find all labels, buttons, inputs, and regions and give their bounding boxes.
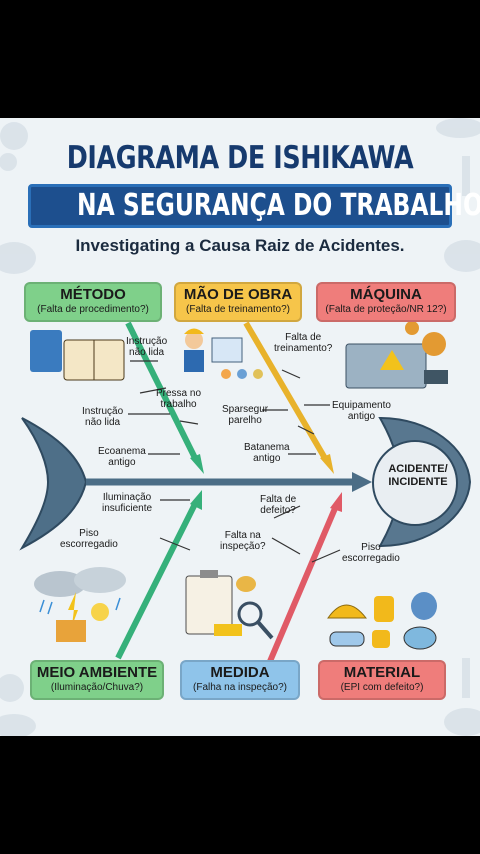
meio-ambiente-illustration	[34, 567, 126, 642]
arrow-down-icon	[462, 156, 470, 196]
category-mao-obra: MÃO DE OBRA (Falta de treinamento?)	[174, 282, 302, 322]
category-material: MATERIAL (EPI com defeito?)	[318, 660, 446, 700]
gear-icon	[0, 674, 24, 702]
effect-circle	[372, 440, 458, 526]
category-meio-ambiente-sub: (Iluminação/Chuva?)	[50, 682, 144, 693]
category-mao-obra-name: MÃO DE OBRA	[183, 286, 293, 303]
cause-pressa-no-trabalho: Pressa no trabalho	[156, 388, 202, 410]
bone-mao-obra	[243, 321, 329, 462]
category-medida-sub: (Falha na inspeção?)	[193, 682, 287, 693]
cause-ecoanema-antigo: Ecoanema antigo	[98, 446, 146, 468]
bone-meio-ambiente	[115, 500, 199, 660]
earmuff-icon	[411, 592, 437, 620]
cause-piso-escorregadio-1: Piso escorregadio	[60, 528, 118, 550]
maquina-illustration	[345, 321, 448, 389]
category-metodo: MÉTODO (Falta de procedimento?)	[24, 282, 162, 322]
cause-iluminacao-insuficiente: Iluminação insuficiente	[102, 492, 153, 514]
arrow-up-icon	[462, 658, 470, 698]
bone-metodo	[125, 321, 199, 462]
cause-falta-de-treinamento: Falta de treinamento?	[274, 332, 333, 354]
cause-piso-escorregadio-2: Piso escorregadio	[342, 542, 400, 564]
cause-equipamento-antigo: Equipamento antigo	[332, 400, 391, 422]
helmet-icon	[444, 708, 480, 736]
effect-line1: ACIDENTE/	[388, 463, 448, 475]
helmet-icon	[0, 242, 36, 274]
title-line1: DIAGRAMA DE ISHIKAWA	[66, 140, 414, 176]
helmet-icon	[444, 240, 480, 272]
material-illustration	[327, 592, 437, 650]
category-material-name: MATERIAL	[343, 664, 421, 681]
mao-obra-illustration	[184, 328, 263, 379]
category-meio-ambiente: MEIO AMBIENTE (Iluminação/Chuva?)	[30, 660, 164, 700]
glove-icon	[372, 630, 390, 648]
effect-line2: INCIDENTE	[388, 476, 448, 488]
category-medida: MEDIDA (Falha na inspeção?)	[180, 660, 300, 700]
category-medida-name: MEDIDA	[210, 664, 270, 681]
category-maquina-name: MÁQUINA	[350, 286, 422, 303]
category-maquina-sub: (Falta de proteção/NR 12?)	[325, 304, 447, 315]
poster: DIAGRAMA DE ISHIKAWA NA SEGURANÇA DO TRA…	[0, 118, 480, 736]
medida-illustration	[185, 570, 274, 640]
cause-batanema-antigo: Batanema antigo	[244, 442, 290, 464]
fishbone-diagram	[0, 118, 480, 736]
fish-tail	[19, 417, 88, 551]
category-metodo-name: MÉTODO	[60, 286, 126, 303]
category-material-sub: (EPI com defeito?)	[340, 682, 424, 693]
category-metodo-sub: (Falta de procedimento?)	[37, 304, 149, 315]
subtitle: Investigating a Causa Raiz de Acidentes.	[75, 236, 405, 255]
goggles-icon	[329, 631, 365, 647]
glove-icon	[374, 596, 394, 622]
metodo-illustration	[30, 330, 125, 381]
cause-instrucao-nao-lida-2: Instrução não lida	[82, 406, 124, 428]
mask-icon	[403, 626, 437, 650]
cause-sparsegur-parelho: Sparsegur parelho	[222, 404, 269, 426]
category-meio-ambiente-name: MEIO AMBIENTE	[36, 664, 158, 681]
cause-falta-na-inspecao: Falta na inspeção?	[220, 530, 266, 552]
gear-icon	[0, 122, 28, 150]
gear-icon	[0, 153, 17, 171]
cause-falta-de-defeito: Falta de defeito?	[260, 494, 297, 516]
title-banner: NA SEGURANÇA DO TRABALHO	[28, 184, 480, 228]
helmet-icon	[327, 604, 368, 619]
bone-material	[265, 504, 339, 668]
title-line2: NA SEGURANÇA DO TRABALHO	[76, 188, 480, 223]
category-mao-obra-sub: (Falta de treinamento?)	[186, 304, 290, 315]
category-maquina: MÁQUINA (Falta de proteção/NR 12?)	[316, 282, 456, 322]
helmet-icon	[0, 714, 36, 736]
effect-label: ACIDENTE/ INCIDENTE	[373, 463, 463, 489]
helmet-icon	[436, 118, 480, 138]
cause-instrucao-nao-lida-1: Instrução não lida	[126, 336, 168, 358]
